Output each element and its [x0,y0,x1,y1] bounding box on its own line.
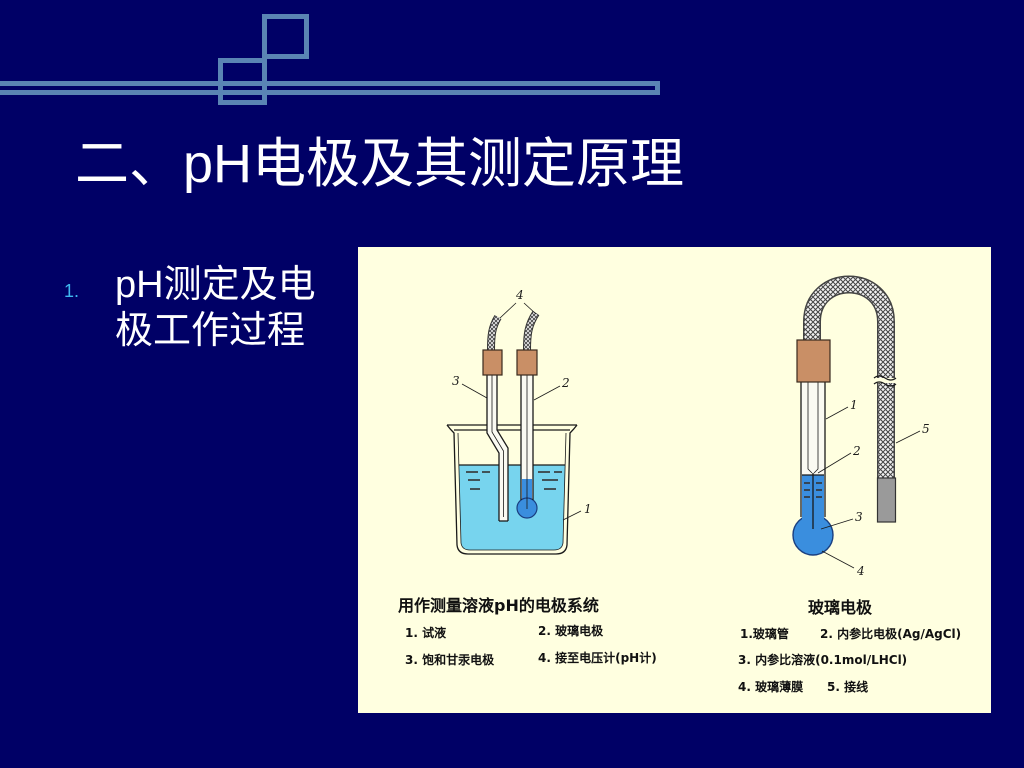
leader-r2 [817,452,852,474]
leader-4b [523,302,537,315]
lead-wire-break-mark-bottom [873,381,897,387]
calomel-electrode [482,349,509,522]
electrode-figure: 4 3 2 1 用作测量溶液pH的电极系统 1. 试液 2. 玻璃电极 3. 饱… [358,247,991,713]
right-legend-2: 2. 内参比电极(Ag/AgCl) [820,626,961,641]
slide-title: 二、pH电极及其测定原理 [75,134,685,194]
leader-r1 [825,406,849,420]
label-glass-tube: 1 [850,398,858,412]
lead-wire [803,275,897,523]
glass-electrode-head [796,339,831,383]
bullet-line-2: 极工作过程 [115,310,306,352]
glass-electrode-cap [516,349,538,376]
lead-wire-braid [804,277,894,478]
label-glass-electrode: 2 [561,376,570,390]
header-line-top [0,81,660,86]
leader-1 [562,510,582,521]
calomel-tube-left [486,375,500,521]
left-legend-1: 1. 试液 [405,625,446,640]
right-legend-3: 3. 内参比溶液(0.1mol/LHCl) [738,652,907,667]
right-legend-1: 1.玻璃管 [740,626,789,641]
leader-r5 [895,430,921,444]
inner-electrode-right [813,382,819,474]
lead-wire-connector [876,477,897,523]
leader-r3 [820,518,854,530]
leader-4a [499,302,517,319]
bullet-text: pH测定及电 极工作过程 [115,262,345,354]
liquid-dashes [466,471,562,490]
header-line-bottom [0,90,660,95]
beaker-inner-wall [457,432,567,551]
inner-solution-dashes [804,482,822,498]
decor-square-upper [262,14,309,59]
calomel-inner-tube [491,375,504,517]
beaker-outer-wall [446,424,578,555]
label-cable: 4 [515,288,524,302]
calomel-cap [482,349,503,376]
label-test-solution: 1 [584,502,592,516]
bullet-number: 1. [64,281,80,301]
left-callouts: 4 3 2 1 [452,288,592,521]
right-caption: 玻璃电极 [808,598,873,617]
left-caption: 用作测量溶液pH的电极系统 [398,596,599,615]
label-glass-membrane: 4 [856,564,865,578]
right-legend-5: 5. 接线 [827,679,868,694]
leader-2 [533,385,561,401]
calomel-tube-right [496,375,509,521]
glass-electrode-diagram: 1 2 3 4 5 玻璃电极 1.玻璃管 2. 内参比电极(Ag/AgCl) 3… [738,275,961,694]
inner-reference-electrode [807,382,819,529]
label-lead-wire: 5 [922,422,930,436]
inner-electrode-left [807,382,813,474]
leader-3 [461,383,488,399]
label-inner-reference-electrode: 2 [852,444,861,458]
leader-r4 [821,550,855,569]
left-legend-3: 3. 饱和甘汞电极 [405,652,495,667]
left-legend-2: 2. 玻璃电极 [538,623,604,638]
test-solution-liquid [459,465,565,550]
bullet-line-1: pH测定及电 [115,264,316,306]
glass-tube [792,382,834,556]
left-legend-4: 4. 接至电压计(pH计) [538,650,657,665]
beaker [446,424,578,555]
header-line-end [655,81,660,95]
voltmeter-cables [487,310,540,351]
right-callouts: 1 2 3 4 5 [817,398,930,578]
header-decoration [0,14,660,105]
label-inner-reference-solution: 3 [855,510,863,524]
decor-square-lower [218,58,267,105]
lead-wire-break-mark-top [873,375,897,381]
lead-wire-break-gap [875,378,897,383]
measuring-system-diagram: 4 3 2 1 用作测量溶液pH的电极系统 1. 试液 2. 玻璃电极 3. 饱… [398,288,657,667]
right-legend-4: 4. 玻璃薄膜 [738,679,803,694]
glass-electrode-small [516,349,538,519]
label-reference-electrode: 3 [452,374,460,388]
